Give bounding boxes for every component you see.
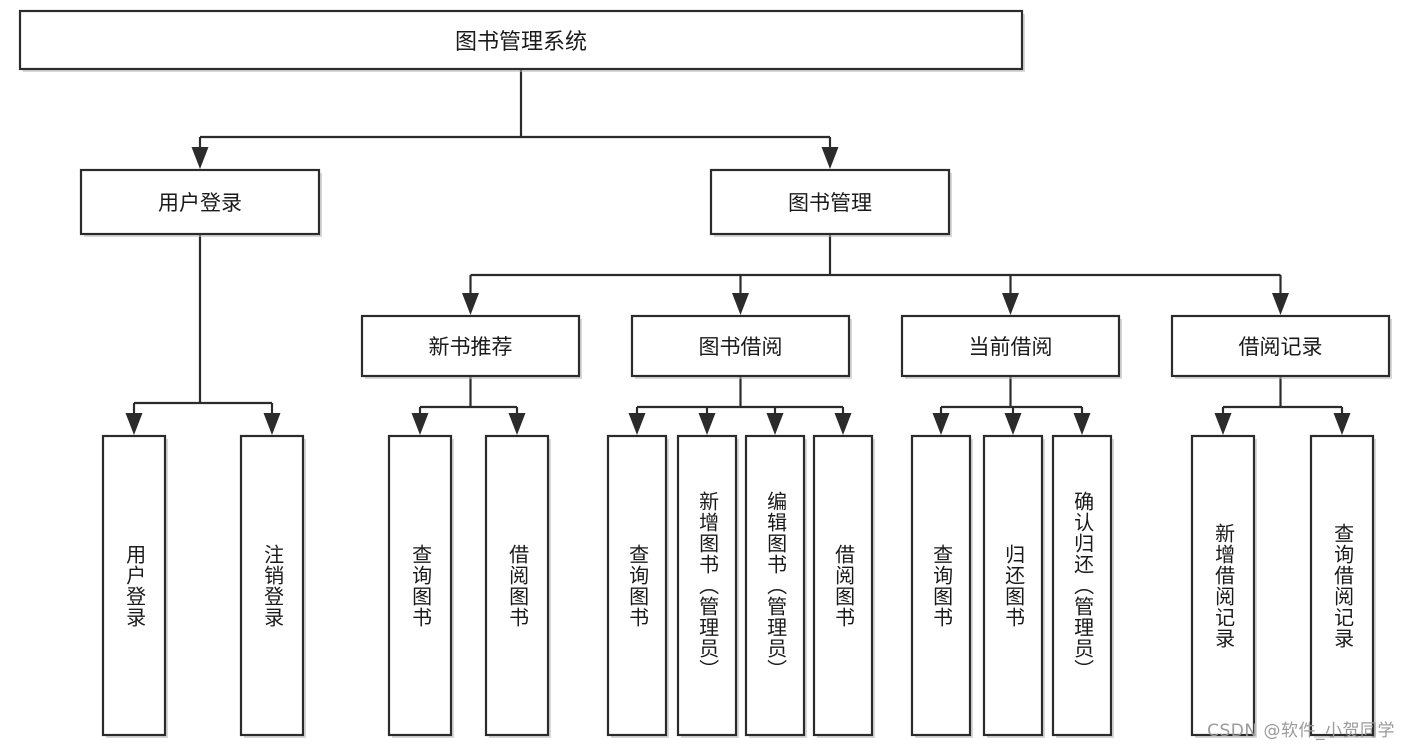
connector-arrowhead-icon xyxy=(732,293,749,315)
connector-arrowhead-icon xyxy=(834,413,852,435)
node-box-book-borrow[interactable] xyxy=(630,314,851,378)
node-box-leaf-rec-add-record[interactable] xyxy=(1190,434,1256,737)
connector-arrowhead-icon xyxy=(263,413,281,435)
node-box-leaf-user-logout[interactable] xyxy=(239,434,305,737)
node-box-leaf-borrow-query-book[interactable] xyxy=(606,434,668,737)
connector-arrowhead-icon xyxy=(698,413,716,435)
node-box-borrow-record[interactable] xyxy=(1170,314,1391,378)
connector-arrowhead-icon xyxy=(1002,293,1019,315)
node-box-leaf-borrow-add-book[interactable] xyxy=(676,434,738,737)
connector-arrowhead-icon xyxy=(1073,413,1091,435)
connector-layer xyxy=(125,69,1351,435)
connector-arrowhead-icon xyxy=(1272,293,1289,315)
node-box-user-login[interactable] xyxy=(79,168,321,236)
connector-arrowhead-icon xyxy=(1214,413,1232,435)
node-box-book-manage[interactable] xyxy=(709,168,951,236)
connector-arrowhead-icon xyxy=(821,147,839,169)
node-box-new-book-rec[interactable] xyxy=(360,314,581,378)
watermark-text: CSDN @软件_小贺同学 xyxy=(1207,721,1395,741)
connector-arrowhead-icon xyxy=(462,293,479,315)
node-box-leaf-cur-query-book[interactable] xyxy=(910,434,972,737)
connector-arrowhead-icon xyxy=(628,413,646,435)
node-box-leaf-rec-borrow-book[interactable] xyxy=(484,434,550,737)
connector-arrowhead-icon xyxy=(932,413,950,435)
connector-arrowhead-icon xyxy=(411,413,429,435)
connector-arrowhead-icon xyxy=(508,413,526,435)
node-box-current-borrow[interactable] xyxy=(900,314,1121,378)
connector-arrowhead-icon xyxy=(1333,413,1351,435)
node-box-root[interactable] xyxy=(18,9,1024,71)
connector-arrowhead-icon xyxy=(1004,413,1022,435)
connector-arrowhead-icon xyxy=(125,413,143,435)
node-box-leaf-borrow-borrow-book[interactable] xyxy=(812,434,874,737)
node-box-leaf-cur-confirm-return[interactable] xyxy=(1051,434,1113,737)
node-box-leaf-rec-query-record[interactable] xyxy=(1309,434,1375,737)
node-box-leaf-borrow-edit-book[interactable] xyxy=(744,434,806,737)
node-box-leaf-user-login[interactable] xyxy=(101,434,167,737)
node-box-leaf-cur-return-book[interactable] xyxy=(982,434,1044,737)
node-box-layer xyxy=(18,9,1392,738)
connector-arrowhead-icon xyxy=(191,147,209,169)
connector-arrowhead-icon xyxy=(766,413,784,435)
node-box-leaf-rec-query-book[interactable] xyxy=(387,434,453,737)
